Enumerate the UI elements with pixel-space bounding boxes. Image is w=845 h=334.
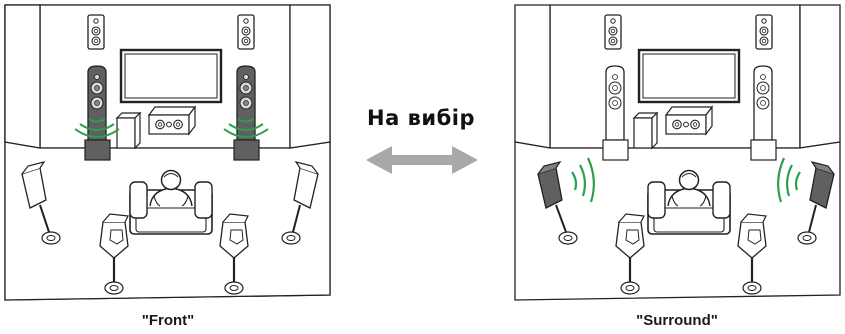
surround-right-speaker-icon (797, 161, 835, 245)
top-right-speaker-icon (755, 14, 773, 50)
top-left-speaker-icon (87, 14, 105, 50)
double-arrow-icon (366, 146, 478, 174)
front-right-sound-wave-icon (223, 118, 269, 138)
surround-caption: "Surround" (636, 312, 718, 329)
front-caption: "Front" (141, 312, 195, 329)
top-left-speaker-icon (604, 14, 622, 50)
surround-left-speaker-icon (537, 161, 578, 245)
subwoofer-icon (633, 112, 658, 149)
top-right-speaker-icon (237, 14, 255, 50)
room-front (4, 4, 331, 301)
surround-left-speaker-icon (21, 161, 61, 245)
subwoofer-icon (116, 112, 141, 149)
room-surround (514, 4, 841, 301)
tv-icon (119, 48, 223, 104)
front-left-sound-wave-icon (74, 118, 120, 138)
front-left-tower-speaker-icon (602, 65, 629, 161)
surround-right-speaker-icon (281, 161, 319, 245)
surround-left-sound-wave-icon (571, 157, 595, 203)
front-right-tower-speaker-icon (233, 65, 260, 161)
selection-label: На вибір (367, 106, 475, 130)
front-right-tower-speaker-icon (750, 65, 777, 161)
tv-icon (637, 48, 741, 104)
center-speaker-icon (665, 106, 713, 135)
front-left-tower-speaker-icon (84, 65, 111, 161)
surround-right-sound-wave-icon (777, 157, 801, 203)
center-speaker-icon (148, 106, 196, 135)
